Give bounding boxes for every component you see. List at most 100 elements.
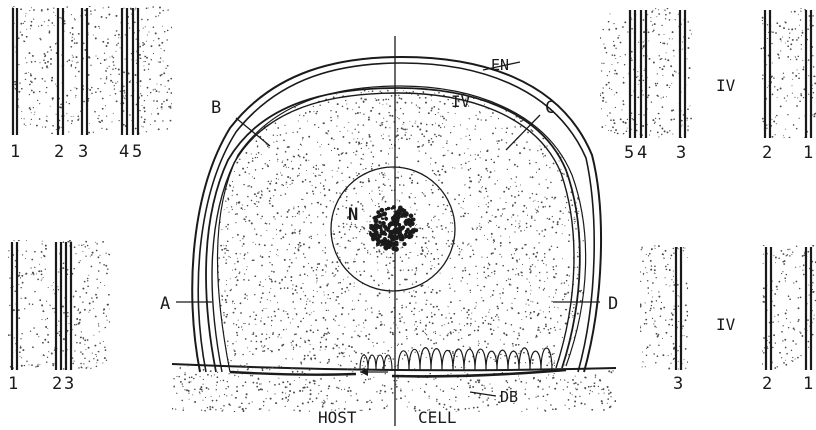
stipple-dot	[233, 349, 234, 350]
stipple-dot	[310, 329, 312, 331]
stipple-dot	[246, 397, 247, 398]
stipple-dot	[159, 61, 160, 62]
stipple-dot	[773, 121, 775, 123]
stipple-dot	[320, 175, 321, 176]
stipple-dot	[411, 174, 413, 176]
stipple-dot	[325, 265, 326, 266]
stipple-dot	[564, 95, 565, 96]
stipple-dot	[464, 325, 465, 326]
stipple-dot	[355, 113, 357, 115]
stipple-dot	[453, 332, 454, 333]
stipple-dot	[423, 193, 424, 194]
stipple-dot	[653, 307, 654, 308]
stipple-dot	[649, 310, 650, 311]
stipple-dot	[303, 243, 305, 245]
stipple-dot	[387, 272, 388, 273]
stipple-dot	[348, 122, 349, 123]
nucleolus-granule	[404, 243, 407, 246]
stipple-dot	[389, 127, 390, 128]
stipple-dot	[99, 121, 101, 123]
stipple-dot	[446, 243, 447, 244]
stipple-dot	[77, 119, 79, 121]
stipple-dot	[415, 243, 416, 244]
stipple-dot	[304, 86, 305, 87]
stipple-dot	[326, 328, 328, 330]
stipple-dot	[220, 351, 222, 353]
stipple-dot	[537, 329, 539, 331]
stipple-dot	[338, 388, 339, 389]
stipple-dot	[562, 128, 564, 130]
stipple-dot	[349, 176, 351, 178]
stipple-dot	[376, 251, 378, 253]
stipple-dot	[419, 107, 421, 109]
stipple-dot	[229, 373, 230, 374]
stipple-dot	[44, 21, 45, 22]
stipple-dot	[643, 45, 645, 47]
stipple-dot	[793, 282, 794, 283]
stipple-dot	[785, 43, 786, 44]
stipple-dot	[104, 59, 106, 61]
stipple-dot	[337, 243, 339, 245]
stipple-dot	[396, 135, 398, 137]
stipple-dot	[673, 55, 674, 56]
stipple-dot	[515, 274, 516, 275]
stipple-dot	[88, 275, 89, 276]
stipple-dot	[369, 221, 370, 222]
stipple-dot	[328, 310, 329, 311]
stipple-dot	[528, 398, 529, 399]
stipple-dot	[785, 312, 787, 314]
stipple-dot	[526, 227, 527, 228]
stipple-dot	[801, 335, 803, 337]
stipple-dot	[619, 35, 620, 36]
stipple-dot	[563, 173, 564, 174]
stipple-dot	[51, 22, 53, 24]
stipple-dot	[299, 231, 301, 233]
stipple-dot	[292, 340, 294, 342]
stipple-dot	[382, 283, 383, 284]
stipple-dot	[147, 95, 148, 96]
stipple-dot	[74, 18, 75, 19]
stipple-dot	[515, 226, 516, 227]
stipple-dot	[216, 385, 217, 386]
stipple-dot	[530, 317, 532, 319]
stipple-dot	[386, 406, 387, 407]
stipple-dot	[278, 334, 280, 336]
stipple-dot	[554, 365, 555, 366]
stipple-dot	[671, 83, 672, 84]
stipple-dot	[245, 152, 247, 154]
stipple-dot	[649, 87, 651, 89]
stipple-dot	[276, 178, 277, 179]
stipple-dot	[113, 65, 114, 66]
stipple-dot	[795, 75, 797, 77]
stipple-dot	[560, 140, 562, 142]
stipple-dot	[322, 212, 324, 214]
stipple-dot	[327, 283, 329, 285]
stipple-dot	[545, 206, 546, 207]
stipple-dot	[436, 385, 438, 387]
stipple-dot	[408, 402, 409, 403]
stipple-dot	[579, 352, 580, 353]
stipple-dot	[570, 365, 571, 366]
stipple-dot	[796, 128, 798, 130]
stipple-dot	[278, 365, 279, 366]
stipple-dot	[220, 245, 222, 247]
stipple-dot	[326, 266, 327, 267]
stipple-dot	[657, 83, 658, 84]
stipple-dot	[372, 366, 373, 367]
stipple-dot	[339, 231, 341, 233]
stipple-dot	[683, 247, 684, 248]
stipple-dot	[363, 124, 365, 126]
stipple-dot	[787, 45, 789, 47]
stipple-dot	[158, 128, 160, 130]
stipple-dot	[140, 58, 141, 59]
stipple-dot	[388, 112, 389, 113]
stipple-dot	[235, 397, 237, 399]
stipple-dot	[367, 401, 368, 402]
stipple-dot	[336, 387, 337, 388]
stipple-dot	[654, 23, 656, 25]
stipple-dot	[397, 377, 398, 378]
stipple-dot	[199, 388, 201, 390]
stipple-dot	[553, 362, 554, 363]
stipple-dot	[437, 249, 438, 250]
stipple-dot	[617, 37, 619, 39]
